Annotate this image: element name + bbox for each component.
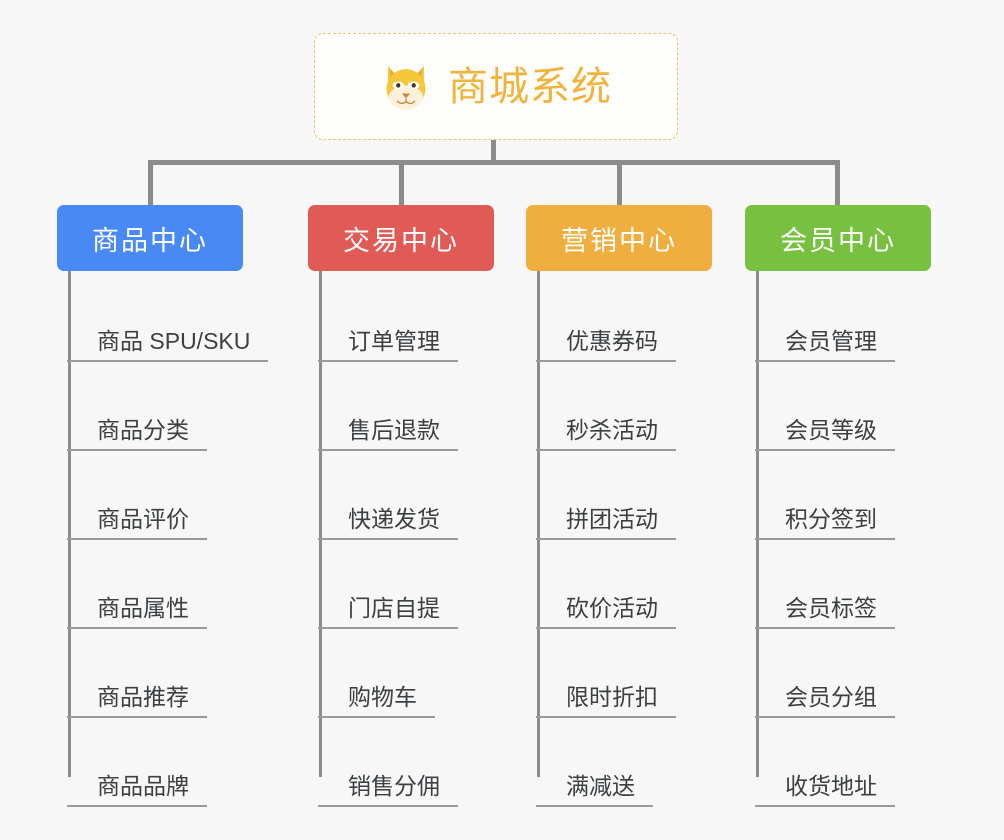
leaf-label: 商品评价 <box>67 508 207 540</box>
leaf-item[interactable]: 限时折扣 <box>536 629 712 718</box>
connector-spine-3 <box>756 271 759 777</box>
leaf-label: 销售分佣 <box>318 775 458 807</box>
leaf-item[interactable]: 优惠券码 <box>536 273 712 362</box>
leaf-item[interactable]: 收货地址 <box>755 718 931 807</box>
leaf-item[interactable]: 会员分组 <box>755 629 931 718</box>
leaf-item[interactable]: 商品评价 <box>67 451 268 540</box>
branch-header-trade-center[interactable]: 交易中心 <box>308 205 494 271</box>
leaf-label: 拼团活动 <box>536 508 676 540</box>
leaf-item[interactable]: 售后退款 <box>318 362 494 451</box>
branch-header-label: 营销中心 <box>561 225 677 256</box>
connector-root-stem <box>491 140 496 163</box>
connector-drop-0 <box>148 160 153 208</box>
connector-horizontal-bar <box>148 160 840 165</box>
leaf-item[interactable]: 会员管理 <box>755 273 931 362</box>
leaf-item[interactable]: 会员标签 <box>755 540 931 629</box>
branch-header-marketing-center[interactable]: 营销中心 <box>526 205 712 271</box>
leaf-list-marketing-center: 优惠券码 秒杀活动 拼团活动 砍价活动 限时折扣 满减送 <box>536 271 712 807</box>
leaf-label: 会员分组 <box>755 686 895 718</box>
connector-spine-2 <box>537 271 540 777</box>
connector-drop-2 <box>617 160 622 208</box>
leaf-item[interactable]: 快递发货 <box>318 451 494 540</box>
connector-spine-0 <box>68 271 71 777</box>
leaf-label: 订单管理 <box>318 330 458 362</box>
leaf-label: 售后退款 <box>318 419 458 451</box>
leaf-item[interactable]: 积分签到 <box>755 451 931 540</box>
leaf-item[interactable]: 商品分类 <box>67 362 268 451</box>
leaf-label: 优惠券码 <box>536 330 676 362</box>
leaf-item[interactable]: 商品属性 <box>67 540 268 629</box>
branch-column-trade-center: 交易中心 订单管理 售后退款 快递发货 门店自提 购物车 销售分佣 <box>308 205 494 807</box>
leaf-label: 秒杀活动 <box>536 419 676 451</box>
leaf-item[interactable]: 销售分佣 <box>318 718 494 807</box>
root-title: 商城系统 <box>448 64 612 109</box>
branch-header-member-center[interactable]: 会员中心 <box>745 205 931 271</box>
leaf-label: 满减送 <box>536 775 653 807</box>
leaf-item[interactable]: 会员等级 <box>755 362 931 451</box>
leaf-item[interactable]: 门店自提 <box>318 540 494 629</box>
branch-header-label: 交易中心 <box>343 225 459 256</box>
leaf-label: 积分签到 <box>755 508 895 540</box>
leaf-label: 快递发货 <box>318 508 458 540</box>
root-node[interactable]: 商城系统 <box>314 33 678 140</box>
leaf-item[interactable]: 购物车 <box>318 629 494 718</box>
leaf-label: 砍价活动 <box>536 597 676 629</box>
branch-header-label: 会员中心 <box>780 225 896 256</box>
branch-header-product-center[interactable]: 商品中心 <box>57 205 243 271</box>
leaf-item[interactable]: 商品 SPU/SKU <box>67 273 269 362</box>
connector-spine-1 <box>319 271 322 777</box>
leaf-label: 商品 SPU/SKU <box>67 330 269 362</box>
leaf-item[interactable]: 订单管理 <box>318 273 494 362</box>
leaf-label: 会员标签 <box>755 597 895 629</box>
shiba-dog-face-icon <box>380 61 432 113</box>
leaf-item[interactable]: 秒杀活动 <box>536 362 712 451</box>
leaf-item[interactable]: 拼团活动 <box>536 451 712 540</box>
leaf-label: 会员管理 <box>755 330 895 362</box>
leaf-list-product-center: 商品 SPU/SKU 商品分类 商品评价 商品属性 商品推荐 商品品牌 <box>67 271 269 807</box>
branch-column-member-center: 会员中心 会员管理 会员等级 积分签到 会员标签 会员分组 收货地址 <box>745 205 931 807</box>
leaf-label: 商品属性 <box>67 597 207 629</box>
leaf-item[interactable]: 砍价活动 <box>536 540 712 629</box>
leaf-item[interactable]: 商品品牌 <box>67 718 268 807</box>
leaf-item[interactable]: 商品推荐 <box>67 629 268 718</box>
leaf-list-member-center: 会员管理 会员等级 积分签到 会员标签 会员分组 收货地址 <box>755 271 931 807</box>
leaf-label: 会员等级 <box>755 419 895 451</box>
leaf-label: 商品品牌 <box>67 775 207 807</box>
leaf-item[interactable]: 满减送 <box>536 718 712 807</box>
branch-header-label: 商品中心 <box>92 225 208 256</box>
leaf-label: 商品推荐 <box>67 686 207 718</box>
leaf-label: 限时折扣 <box>536 686 676 718</box>
leaf-list-trade-center: 订单管理 售后退款 快递发货 门店自提 购物车 销售分佣 <box>318 271 494 807</box>
leaf-label: 门店自提 <box>318 597 458 629</box>
branch-column-marketing-center: 营销中心 优惠券码 秒杀活动 拼团活动 砍价活动 限时折扣 满减送 <box>526 205 712 807</box>
connector-drop-3 <box>835 160 840 208</box>
connector-drop-1 <box>399 160 404 208</box>
leaf-label: 购物车 <box>318 686 435 718</box>
leaf-label: 收货地址 <box>755 775 895 807</box>
leaf-label: 商品分类 <box>67 419 207 451</box>
branch-column-product-center: 商品中心 商品 SPU/SKU 商品分类 商品评价 商品属性 商品推荐 商品品牌 <box>57 205 269 807</box>
